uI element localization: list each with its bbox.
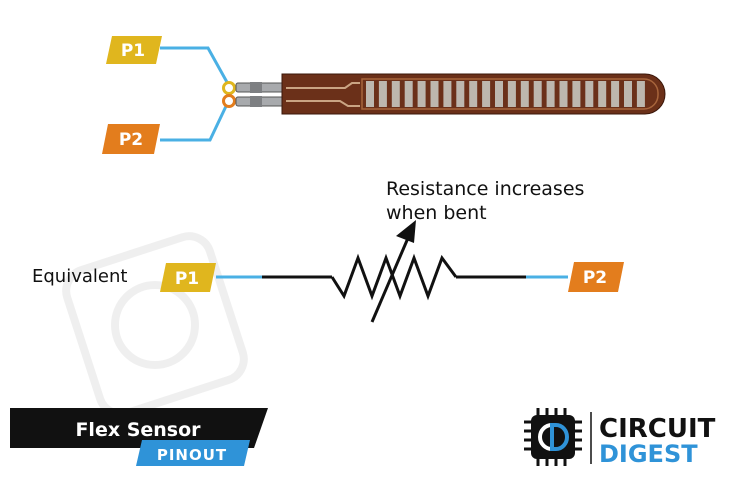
p1-pad <box>222 81 236 95</box>
sensor-stripe <box>611 81 620 107</box>
p2-label: P2 <box>102 124 160 154</box>
brand-name-line1: CIRCUIT <box>599 414 716 444</box>
title-badge: Flex Sensor PINOUT <box>10 408 268 466</box>
annotation: Resistance increases when bent <box>386 178 584 224</box>
brand-name-line2: DIGEST <box>599 440 698 468</box>
p1-label: P1 <box>106 36 162 64</box>
chip-icon <box>524 408 582 466</box>
equivalent-schematic: Equivalent P1 P2 <box>32 220 624 323</box>
sensor-stripe <box>469 81 478 107</box>
subtitle-text: PINOUT <box>157 446 227 464</box>
sensor-stripe <box>636 81 645 107</box>
watermark <box>62 232 248 418</box>
annotation-line2: when bent <box>386 202 487 224</box>
equivalent-label: Equivalent <box>32 266 127 287</box>
sensor-stripe <box>520 81 529 107</box>
sensor-stripe <box>482 81 491 107</box>
sensor-stripe <box>598 81 607 107</box>
sensor-stripe <box>585 81 594 107</box>
p2-pad <box>222 94 236 108</box>
sensor-stripe <box>391 81 400 107</box>
sensor-stripe <box>456 81 465 107</box>
sensor-stripe <box>366 81 374 107</box>
sensor-stripe <box>624 81 632 107</box>
sensor-stripe <box>378 81 387 107</box>
sensor-stripe <box>507 81 516 107</box>
sensor-stripe <box>533 81 542 107</box>
circuit-digest-logo: CIRCUIT DIGEST <box>524 408 716 468</box>
sensor-stripe <box>546 81 555 107</box>
sensor-connector <box>235 82 285 107</box>
sensor-trace-outline <box>361 78 659 110</box>
p2-label-text: P2 <box>119 130 143 150</box>
sensor-stripe <box>404 81 413 107</box>
p1-wire <box>160 46 230 85</box>
sensor-stripe <box>417 81 426 107</box>
title-text: Flex Sensor <box>75 419 201 441</box>
p1-label-text: P1 <box>121 41 145 61</box>
schematic-p2-text: P2 <box>583 268 607 288</box>
sensor-stripe <box>495 81 503 107</box>
sensor-stripe <box>430 81 439 107</box>
sensor-stripes <box>361 78 659 110</box>
schematic-p2-label: P2 <box>568 262 624 292</box>
annotation-line1: Resistance increases <box>386 178 584 200</box>
sensor-stripe <box>443 81 452 107</box>
schematic-p1-text: P1 <box>175 269 199 289</box>
schematic-p1-label: P1 <box>160 263 216 292</box>
variable-arrow-icon <box>370 220 416 323</box>
resistor-zigzag-symbol <box>330 253 458 301</box>
sensor-stripe <box>572 81 581 107</box>
sensor-stripe <box>559 81 568 107</box>
flex-sensor-physical: P1 P2 <box>102 36 666 154</box>
p2-wire <box>160 101 230 142</box>
